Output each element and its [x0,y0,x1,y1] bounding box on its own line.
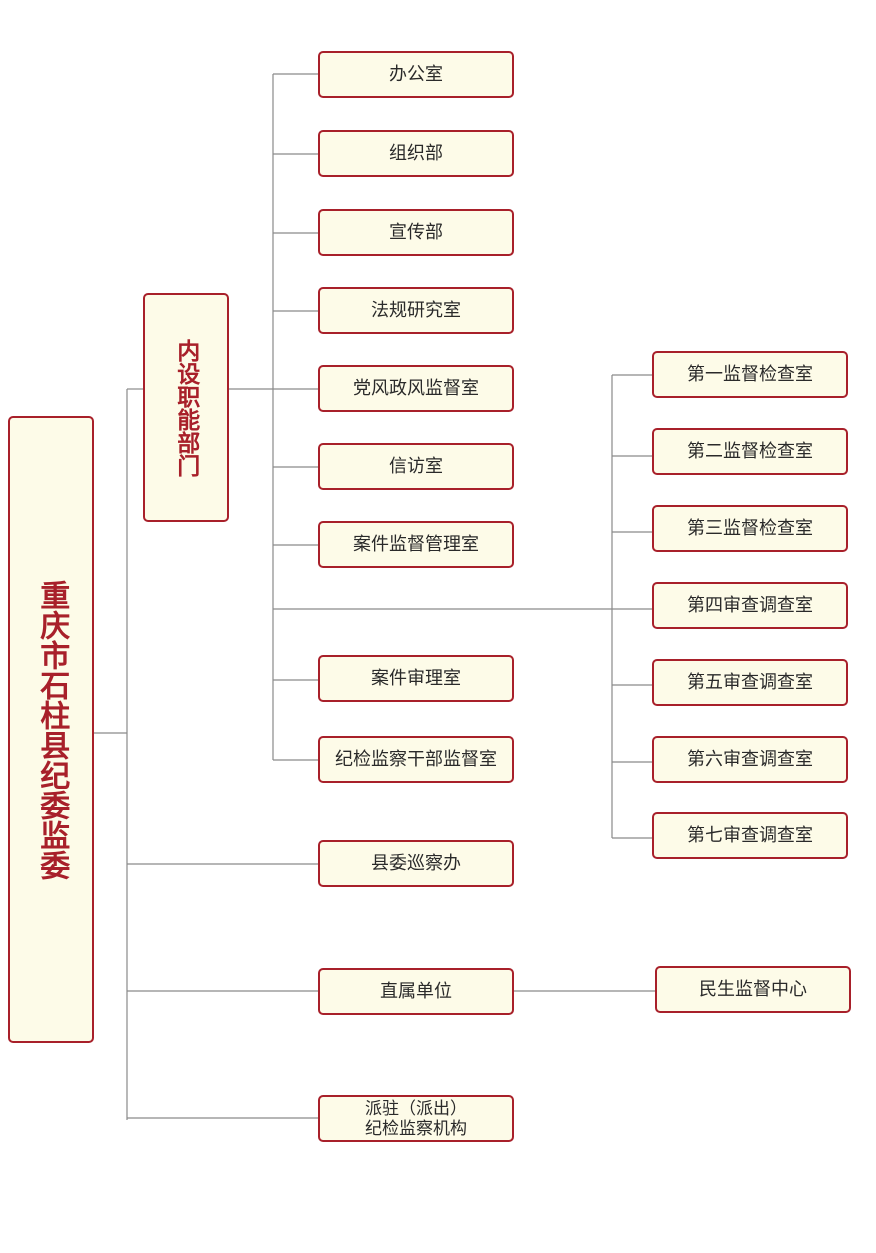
dept-node: 办公室 [318,51,514,98]
office-node: 第二监督检查室 [652,428,848,475]
office-node: 第一监督检查室 [652,351,848,398]
dept-node: 案件监督管理室 [318,521,514,568]
patrol-office-node: 县委巡察办 [318,840,514,887]
dispatched-label-line2: 纪检监察机构 [365,1118,467,1139]
dept-node: 宣传部 [318,209,514,256]
internal-dept-node: 内设职能部门 [143,293,229,522]
office-node: 第四审查调查室 [652,582,848,629]
dept-node: 纪检监察干部监督室 [318,736,514,783]
dispatched-label-line1: 派驻（派出） [365,1098,467,1119]
dept-node: 党风政风监督室 [318,365,514,412]
affiliated-child-node: 民生监督中心 [655,966,851,1013]
office-node: 第五审查调查室 [652,659,848,706]
office-node: 第六审查调查室 [652,736,848,783]
office-node: 第七审查调查室 [652,812,848,859]
dispatched-node: 派驻（派出） 纪检监察机构 [318,1095,514,1142]
office-node: 第三监督检查室 [652,505,848,552]
dept-node: 案件审理室 [318,655,514,702]
dept-node: 法规研究室 [318,287,514,334]
affiliated-node: 直属单位 [318,968,514,1015]
dept-node: 组织部 [318,130,514,177]
root-node: 重庆市石柱县纪委监委 [8,416,94,1043]
dept-node: 信访室 [318,443,514,490]
